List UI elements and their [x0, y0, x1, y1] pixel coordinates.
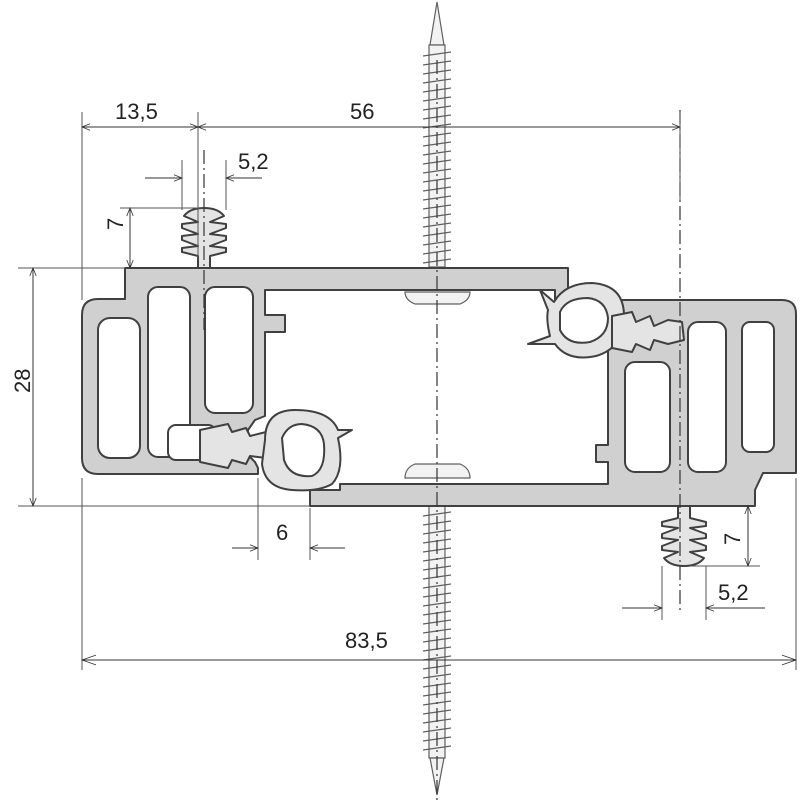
screw-thread: [422, 529, 452, 535]
dim-label-7-bottom: 7: [720, 533, 745, 545]
dim-label-5-2-bottom: 5,2: [718, 580, 749, 605]
screw-thread: [422, 168, 452, 174]
dim-label-13-5: 13,5: [115, 99, 158, 124]
screw-thread: [422, 51, 452, 57]
screw-thread: [422, 673, 452, 679]
upper-right-gasket-barb: [611, 311, 685, 353]
dim-label-6: 6: [276, 520, 288, 545]
screw-thread: [422, 78, 452, 84]
lower-left-gasket-core: [280, 422, 326, 478]
extension-lines: [18, 112, 797, 670]
screw-thread: [422, 240, 452, 246]
upper-right-gasket: [527, 282, 685, 359]
screw-head-top: [404, 291, 471, 305]
screw-thread: [422, 727, 452, 733]
dim-label-56: 56: [350, 99, 374, 124]
upper-right-gasket-core: [559, 296, 610, 344]
lower-left-gasket: [199, 409, 353, 492]
dim-label-5-2-top: 5,2: [238, 149, 269, 174]
screw-thread: [422, 745, 452, 751]
dimension-lines: [33, 127, 798, 666]
left-profile-chamber-1: [97, 317, 141, 459]
screw-thread: [422, 583, 452, 589]
dim-label-28: 28: [10, 369, 35, 393]
screw-thread: [422, 222, 452, 228]
left-profile-chamber-3: [204, 286, 254, 414]
dim-label-83-5: 83,5: [345, 628, 388, 653]
screw-thread: [422, 511, 452, 517]
right-profile: [309, 299, 797, 507]
right-profile-body: [309, 299, 797, 507]
right-profile-chamber-3: [741, 321, 775, 453]
screw-thread: [422, 96, 452, 102]
screw-tip-top: [429, 1, 445, 46]
right-profile-chamber-2: [687, 321, 727, 473]
screw-thread: [422, 150, 452, 156]
lower-fin-seal: [661, 505, 707, 567]
screw-thread: [422, 601, 452, 607]
dim-label-7-top: 7: [103, 218, 128, 230]
right-profile-chamber-1: [624, 361, 671, 473]
